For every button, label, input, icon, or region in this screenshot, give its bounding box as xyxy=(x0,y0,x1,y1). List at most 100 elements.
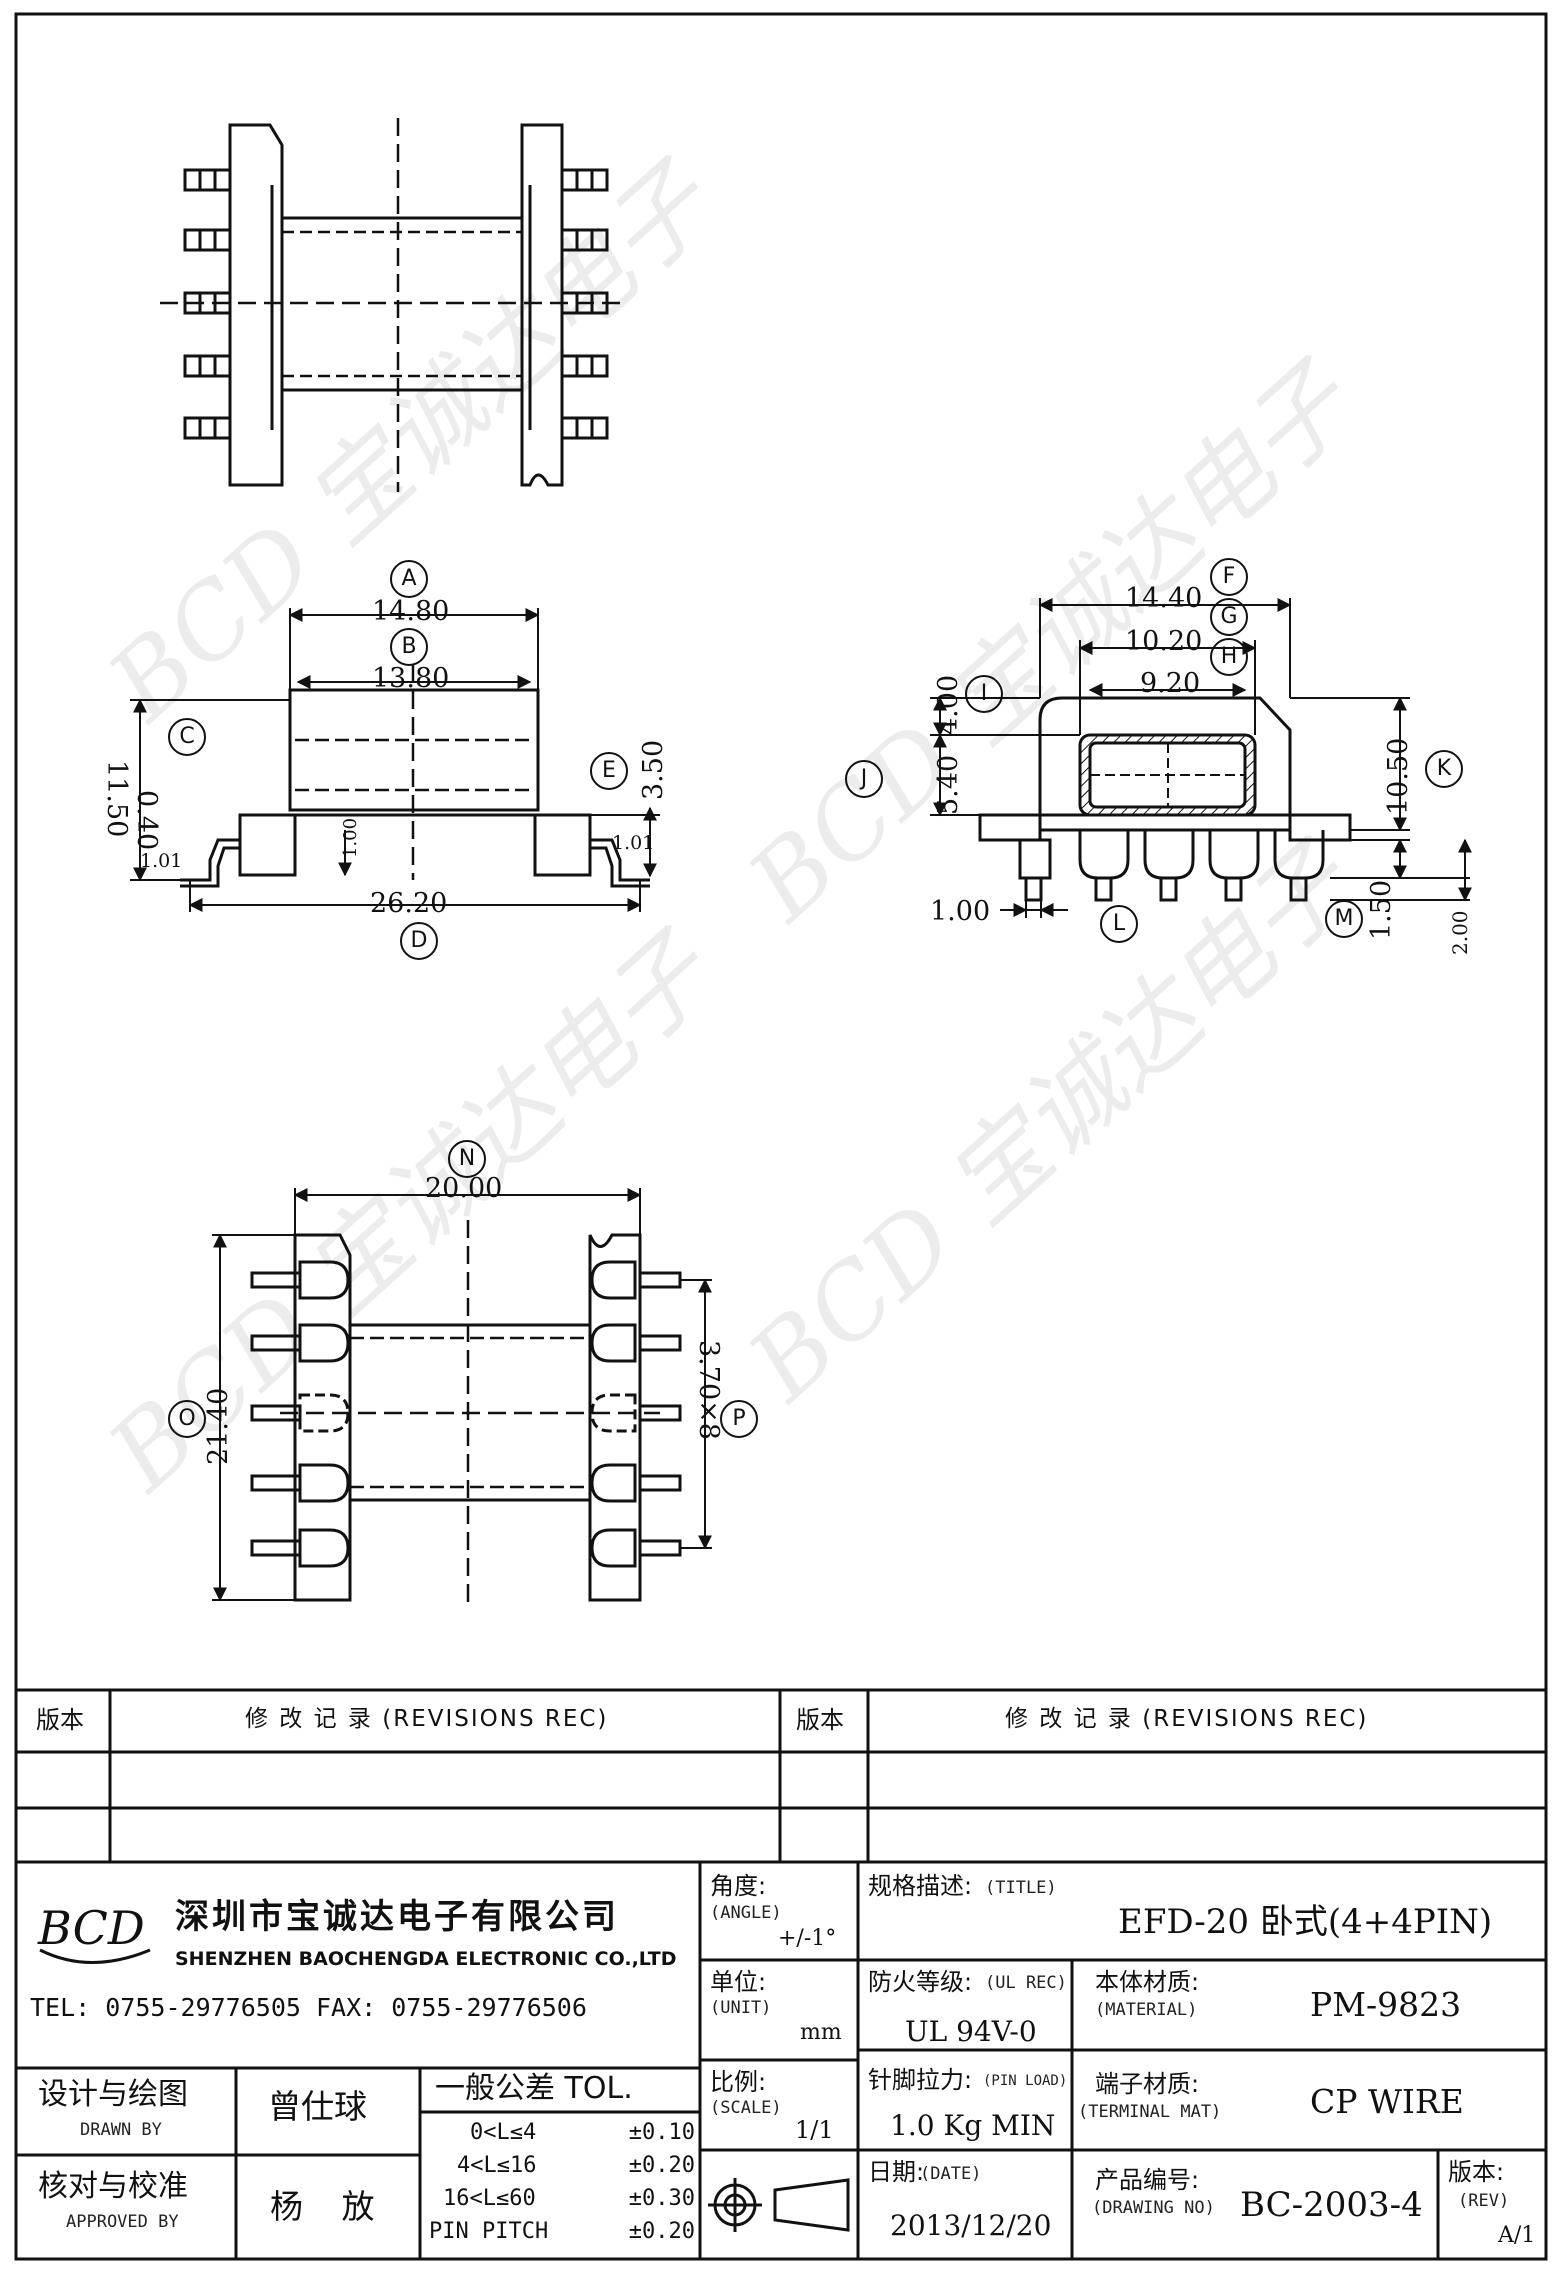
company-logo: BCD xyxy=(38,1901,145,1955)
ul-label: 防火等级: xyxy=(868,1968,973,1996)
dim-c2: 11.50 xyxy=(101,760,132,838)
dim-l: 1.00 xyxy=(930,896,991,927)
angle-label-en: (ANGLE) xyxy=(710,1903,782,1923)
top-pins-right xyxy=(560,168,609,440)
tolerance-row: 4<L≤16 ±0.20 xyxy=(425,2153,695,2186)
callout-g: G xyxy=(1210,598,1248,636)
rev-label: 版本: xyxy=(1448,2158,1505,2186)
approved-by-value: 杨 放 xyxy=(270,2187,389,2226)
dim-g: 10.20 xyxy=(1125,626,1203,657)
dim-e: 3.50 xyxy=(638,739,669,800)
tolerance-value: ±0.10 xyxy=(628,2120,695,2145)
top-view xyxy=(160,118,622,492)
dim-h: 9.20 xyxy=(1140,668,1201,699)
angle-label: 角度: xyxy=(710,1872,767,1900)
dim-d: 26.20 xyxy=(370,888,448,919)
callout-k: K xyxy=(1425,750,1463,788)
title-block-grid xyxy=(16,1688,1546,2259)
pinload-label-en: (PIN LOAD) xyxy=(983,2073,1068,2089)
tolerance-table: 0<L≤4 ±0.10 4<L≤16 ±0.20 16<L≤60 ±0.30 P… xyxy=(425,2120,695,2252)
tolerance-row: 0<L≤4 ±0.10 xyxy=(425,2120,695,2153)
dim-p: 3.70×8 xyxy=(693,1340,724,1440)
terminal-value: CP WIRE xyxy=(1310,2082,1464,2121)
scale-label: 比例: xyxy=(710,2068,767,2096)
front-view xyxy=(130,608,660,912)
dim-left-foot: 1.01 xyxy=(140,850,183,872)
callout-b: B xyxy=(390,628,428,666)
scale-label-en: (SCALE) xyxy=(710,2098,782,2118)
bottom-view xyxy=(212,1188,712,1605)
dim-i: 4.00 xyxy=(933,674,964,735)
terminal-label-en: (TERMINAL MAT) xyxy=(1078,2102,1222,2122)
callout-h: H xyxy=(1210,638,1248,676)
drawn-by-label-en: DRAWN BY xyxy=(80,2120,162,2140)
date-label-en: (DATE) xyxy=(920,2164,982,2184)
dim-b: 13.80 xyxy=(372,663,450,694)
scale-value: 1/1 xyxy=(795,2116,834,2144)
dim-m2: 2.00 xyxy=(1448,910,1472,955)
side-view xyxy=(930,598,1472,918)
dim-f: 14.40 xyxy=(1125,583,1203,614)
tolerance-range: 0<L≤4 xyxy=(470,2120,537,2145)
dim-n: 20.00 xyxy=(425,1173,503,1204)
dim-k: 10.50 xyxy=(1383,737,1414,815)
rev-ver-label-right: 版本 xyxy=(796,1706,844,1734)
pinload-label: 针脚拉力: xyxy=(868,2066,973,2094)
callout-f: F xyxy=(1210,558,1248,596)
logo-swoosh xyxy=(39,1948,151,1964)
company-name-en: SHENZHEN BAOCHENGDA ELECTRONIC CO.,LTD xyxy=(175,1948,677,1970)
callout-l: L xyxy=(1100,905,1138,943)
dim-j: 5.40 xyxy=(933,754,964,815)
tolerance-range: PIN PITCH xyxy=(429,2219,549,2244)
dim-m: 1.50 xyxy=(1366,879,1397,940)
callout-j: J xyxy=(845,760,883,798)
tolerance-value: ±0.20 xyxy=(628,2219,695,2244)
rev-record-label-left: 修 改 记 录 (REVISIONS REC) xyxy=(245,1706,609,1732)
callout-e: E xyxy=(590,752,628,790)
rev-record-label-right: 修 改 记 录 (REVISIONS REC) xyxy=(1005,1706,1369,1732)
material-value: PM-9823 xyxy=(1310,1985,1462,2024)
callout-a: A xyxy=(390,560,428,598)
ul-label-en: (UL REC) xyxy=(985,1973,1067,1993)
company-contact: TEL: 0755-29776505 FAX: 0755-29776506 xyxy=(30,1993,587,2022)
title-label-en: (TITLE) xyxy=(985,1878,1057,1898)
approved-by-label: 核对与校准 xyxy=(38,2169,188,2204)
drawing-value: BC-2003-4 xyxy=(1240,2185,1423,2225)
tolerance-row: PIN PITCH ±0.20 xyxy=(425,2219,695,2252)
approved-by-label-en: APPROVED BY xyxy=(66,2212,179,2232)
dim-c: 0.40 xyxy=(131,790,162,851)
callout-p: P xyxy=(720,1400,758,1438)
projection-symbol-icon xyxy=(708,2178,850,2232)
callout-d: D xyxy=(400,922,438,960)
callout-c: C xyxy=(168,718,206,756)
top-pins-left xyxy=(183,168,232,440)
unit-value: mm xyxy=(800,2020,842,2045)
material-label: 本体材质: xyxy=(1095,1968,1200,1996)
rev-ver-label-left: 版本 xyxy=(36,1706,84,1734)
unit-label-en: (UNIT) xyxy=(710,1998,772,2018)
drawing-label: 产品编号: xyxy=(1095,2166,1200,2194)
callout-m: M xyxy=(1325,900,1363,938)
company-name-cn: 深圳市宝诚达电子有限公司 xyxy=(175,1897,619,1937)
angle-value: +/-1° xyxy=(778,1926,837,1951)
date-label: 日期: xyxy=(868,2158,925,2186)
bottom-pads-left xyxy=(250,1260,350,1568)
drawn-by-value: 曾仕球 xyxy=(268,2087,367,2126)
pinload-value: 1.0 Kg MIN xyxy=(890,2109,1056,2142)
date-value: 2013/12/20 xyxy=(890,2209,1052,2242)
dim-o: 21.40 xyxy=(203,1387,234,1465)
title-value: EFD-20 卧式(4+4PIN) xyxy=(1118,1902,1493,1942)
tolerance-range: 16<L≤60 xyxy=(443,2186,536,2211)
rev-value: A/1 xyxy=(1498,2223,1536,2248)
drawing-label-en: (DRAWING NO) xyxy=(1092,2198,1215,2218)
dim-pin-h: 1.00 xyxy=(340,817,361,858)
callout-i: I xyxy=(965,675,1003,713)
rev-label-en: (REV) xyxy=(1458,2191,1510,2211)
dim-e2: 1.01 xyxy=(612,832,655,854)
dim-a: 14.80 xyxy=(372,596,450,627)
tolerance-row: 16<L≤60 ±0.30 xyxy=(425,2186,695,2219)
title-label: 规格描述: xyxy=(868,1872,973,1900)
callout-o: O xyxy=(168,1400,206,1438)
